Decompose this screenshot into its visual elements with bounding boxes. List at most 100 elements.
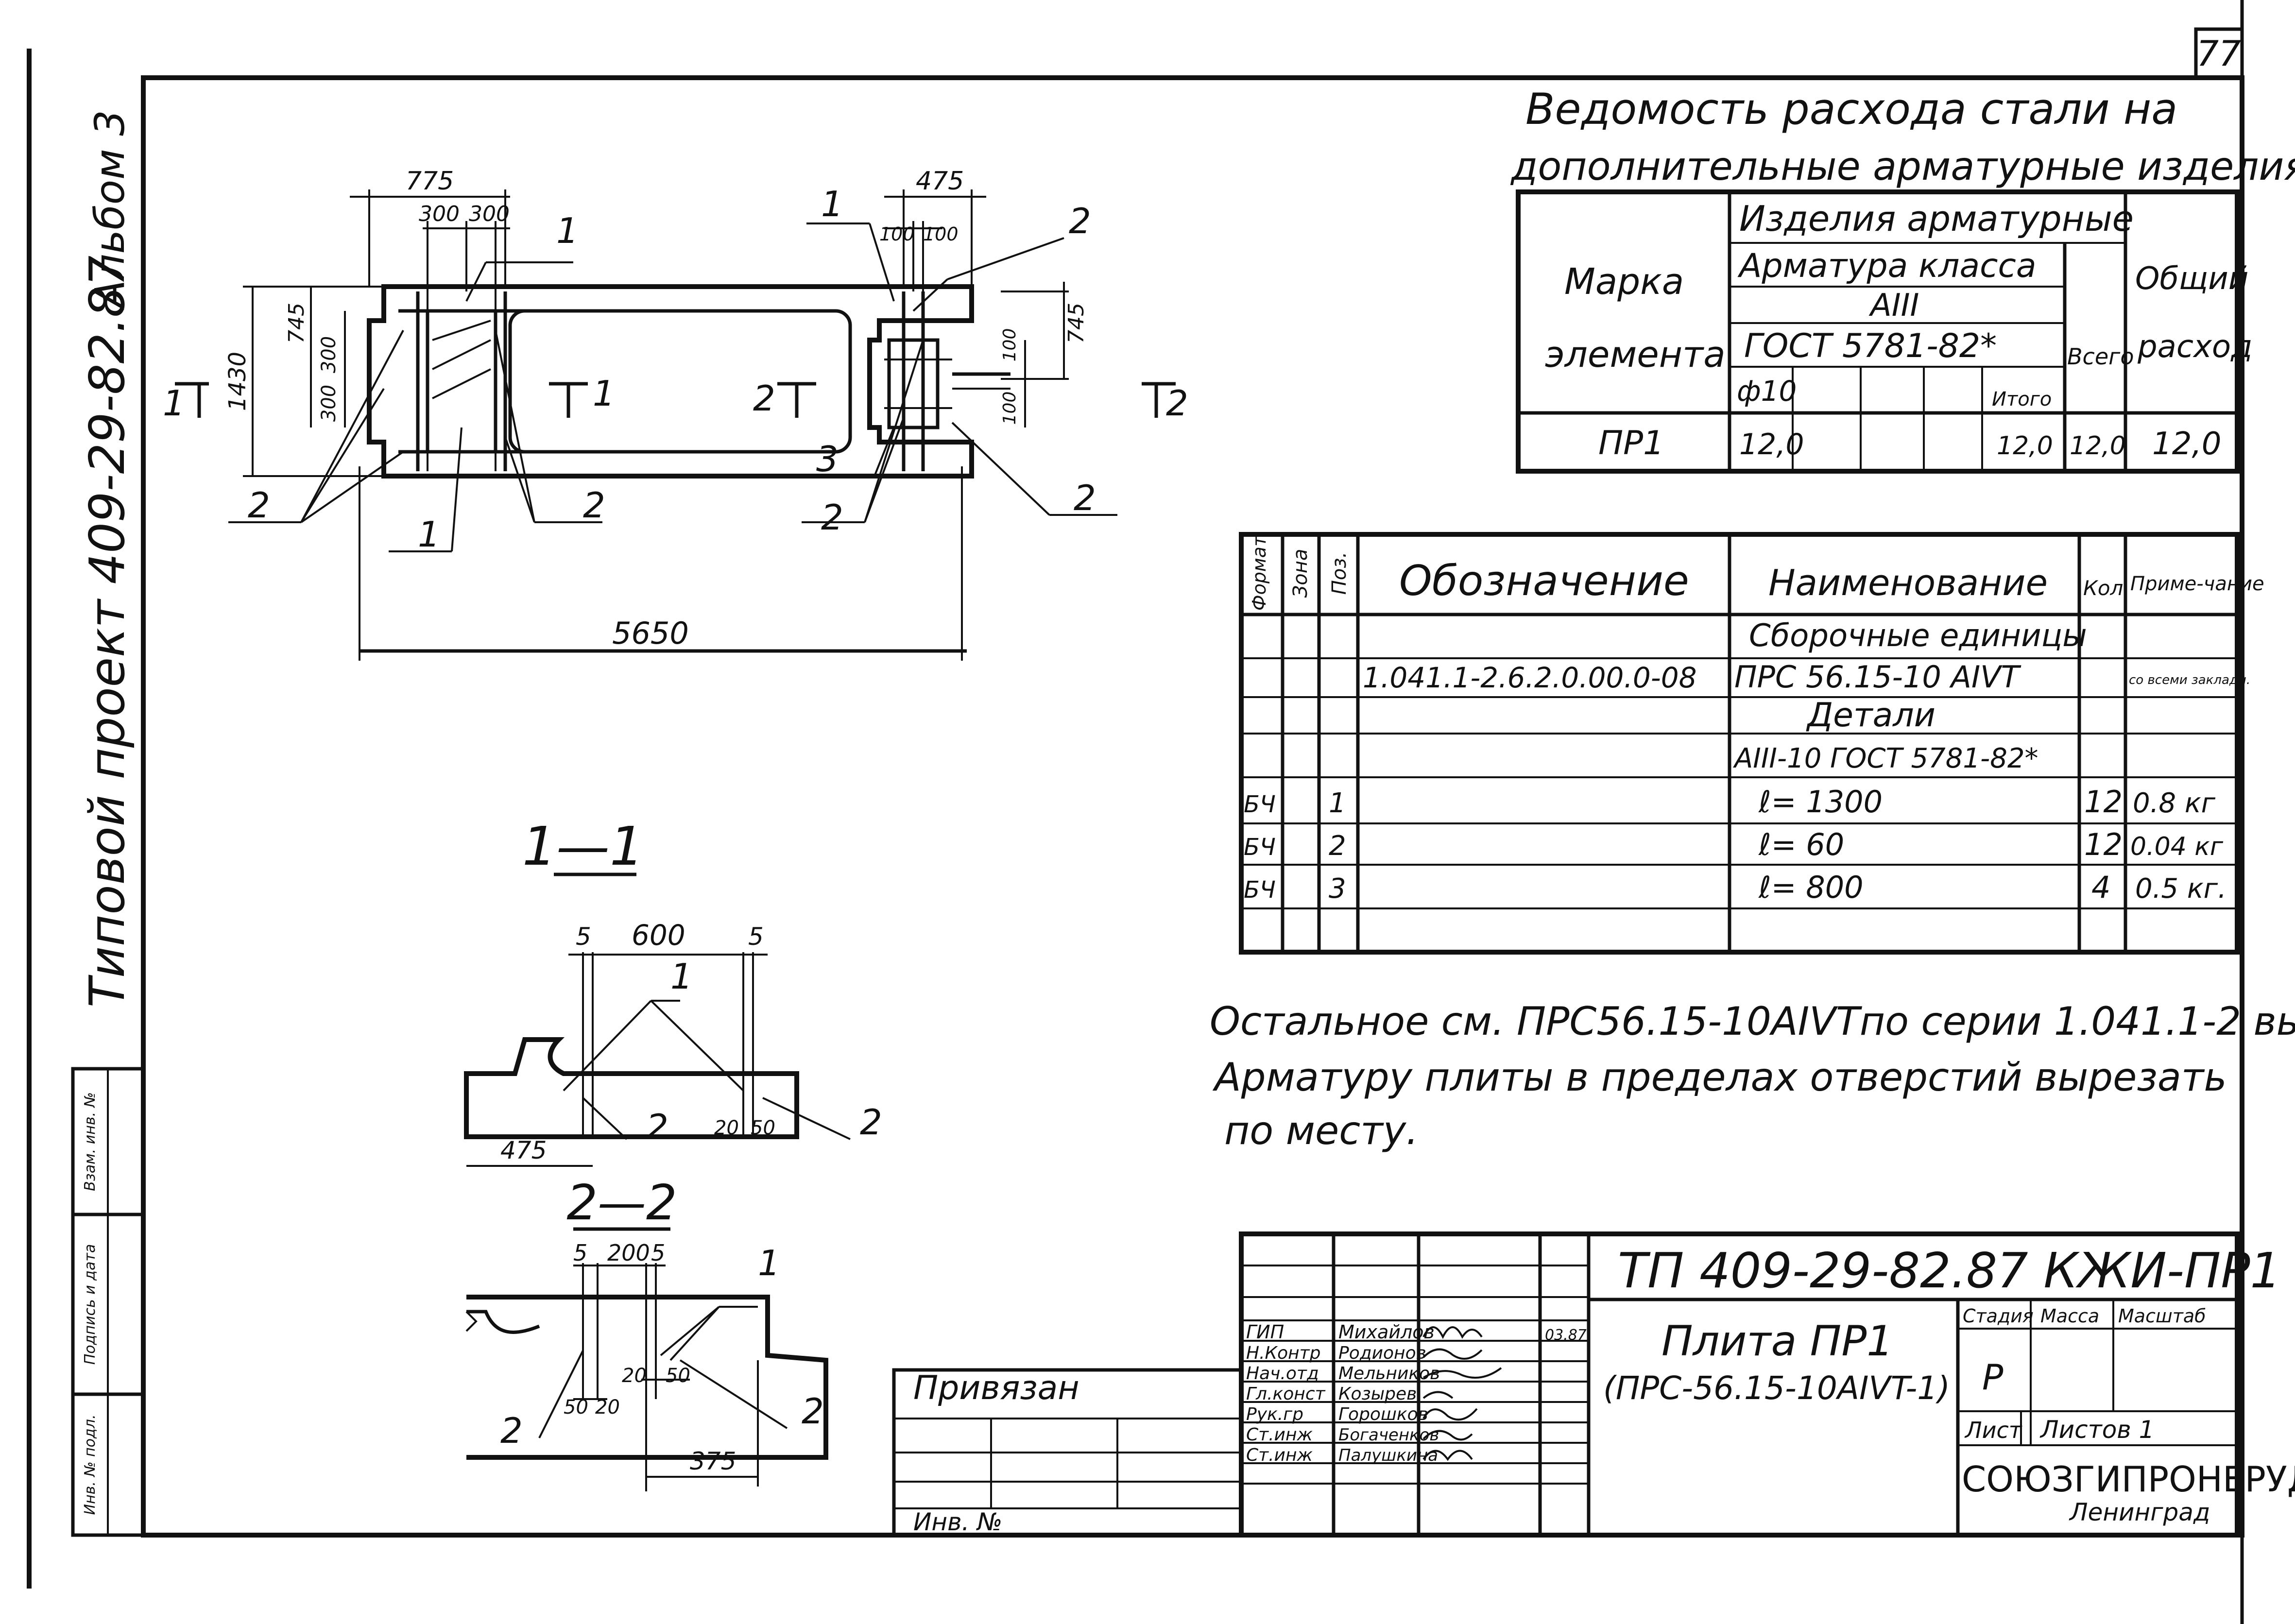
title-block-name-1: Плита ПР1 [1661, 1317, 1893, 1366]
plan-dimension-lines [175, 189, 1176, 661]
dim-1430: 1430 [224, 352, 251, 411]
steel-schedule-title-2: дополнительные арматурные изделия, кг. [1510, 144, 2295, 189]
steel-header-total-1: Общий [2135, 261, 2248, 297]
s22-dim-5a: 5 [573, 1240, 587, 1266]
spec-row-4-name: ℓ= 1300 [1758, 784, 1883, 820]
staff-role: Н.Контр [1246, 1343, 1320, 1363]
s22-dim-5b: 5 [651, 1240, 665, 1266]
staff-role: Ст.инж [1246, 1445, 1313, 1465]
spec-row: БЧ 3 ℓ= 800 4 0.5 кг. [1244, 870, 2226, 905]
spec-row-5-qty: 12 [2084, 827, 2123, 862]
s11-dim-5a: 5 [576, 923, 591, 951]
staff-name: Мельников [1338, 1364, 1440, 1384]
title-block-stage-value: Р [1982, 1357, 2004, 1398]
steel-header-diameter: ф10 [1737, 375, 1797, 408]
spec-row: Детали [1806, 696, 1935, 735]
s11-dim-600: 600 [632, 919, 685, 952]
s22-dim-20: 20 [622, 1365, 647, 1387]
s22-callout-1: 1 [758, 1243, 780, 1283]
steel-header-class: Арматура класса [1737, 247, 2037, 285]
section-mark-2-right: 2 [1166, 383, 1188, 424]
dim-5650: 5650 [612, 615, 689, 651]
title-block-code: ТП 409-29-82.87 КЖИ-ПР1 [1618, 1242, 2281, 1299]
staff-name: Горошков [1338, 1404, 1428, 1424]
s11-dim-20: 20 [714, 1117, 739, 1139]
spec-header-note: Приме-чание [2130, 573, 2264, 595]
steel-header-itogo: Итого [1992, 388, 2052, 410]
s11-callout-1: 1 [670, 956, 693, 997]
spec-header-qty: Кол. [2083, 576, 2130, 600]
s11-dim-475: 475 [500, 1136, 547, 1164]
steel-col-mark-2: элемента [1545, 334, 1726, 376]
staff-list: ГИП Михайлов Н.Контр Родионов Нач.отд Ме… [1246, 1321, 1440, 1465]
spec-row: 1.041.1-2.6.2.0.00.0-08 ПРС 56.15-10 AIV… [1363, 659, 2250, 695]
steel-row-itogo: 12,0 [1997, 431, 2053, 461]
staff-name: Козырев [1338, 1384, 1417, 1404]
stamp-label-inv: Инв. № подл. [82, 1415, 99, 1515]
s22-dim-375: 375 [690, 1447, 736, 1475]
section-2-2-drawing [465, 1263, 828, 1491]
spec-row: Сборочные единицы [1749, 618, 2087, 654]
spec-row-4-note: 0.8 кг [2133, 787, 2216, 819]
spec-row: БЧ 1 ℓ= 1300 12 0.8 кг [1244, 784, 2216, 820]
section-mark-1-right: 1 [593, 373, 615, 414]
staff-role: Ст.инж [1246, 1425, 1313, 1445]
steel-row-mark: ПР1 [1598, 424, 1664, 462]
dim-775: 775 [406, 167, 454, 196]
title-block-scale-label: Масштаб [2118, 1305, 2206, 1327]
staff-name: Михайлов [1338, 1321, 1435, 1343]
plan-callout-1-bottom: 1 [418, 514, 440, 555]
plan-callout-2-bottom: 2 [583, 485, 605, 526]
dim-100-right-a: 100 [1000, 328, 1020, 362]
staff-role: Рук.гр [1246, 1404, 1303, 1424]
s22-dim-50b: 50 [564, 1396, 588, 1419]
spec-row-1-name: ПРС 56.15-10 AIVT [1734, 659, 2021, 695]
spec-header-format: Формат [1249, 535, 1270, 611]
spec-row-4-format: БЧ [1244, 791, 1276, 818]
spec-row-4-qty: 12 [2084, 784, 2123, 820]
title-block-date: 03.87 [1545, 1327, 1587, 1344]
dim-475: 475 [916, 167, 964, 196]
signatures [1422, 1326, 1502, 1461]
plan-callout-1-right: 1 [821, 184, 843, 224]
spec-row-1-note: со всеми закладн. [2129, 673, 2250, 687]
stamp-label-sign: Подпись и дата [82, 1244, 99, 1365]
title-block-inv-no: Инв. № [913, 1508, 1002, 1536]
title-block-name-2: (ПРС-56.15-10AIVT-1) [1603, 1369, 1950, 1407]
note-line-2: Арматуру плиты в пределах отверстий выре… [1212, 1055, 2227, 1100]
plan-callout-2-top-right: 2 [1069, 201, 1091, 241]
staff-name: Богаченков [1338, 1425, 1439, 1445]
note-line-1: Остальное см. ПРС56.15-10AIVTпо серии 1.… [1210, 999, 2295, 1044]
specification-grid [1239, 532, 2240, 955]
s11-callout-2a: 2 [646, 1107, 668, 1147]
s22-callout-2b: 2 [802, 1391, 824, 1432]
spec-row-2-name: Детали [1806, 696, 1935, 735]
steel-header-class-value: AIII [1868, 288, 1919, 324]
steel-schedule-title-1: Ведомость расхода стали на [1525, 84, 2177, 134]
spec-header-name: Наименование [1768, 562, 2048, 604]
plan-callout-1-top: 1 [556, 210, 579, 251]
steel-header-total-2: расход [2137, 329, 2252, 365]
section-2-2-title: 2—2 [566, 1174, 677, 1231]
staff-role: ГИП [1246, 1321, 1284, 1343]
project-caption: Типовой проект 409-29-82.87 [79, 256, 136, 1008]
dim-300a: 300 [419, 202, 460, 226]
steel-header-gost: ГОСТ 5781-82* [1744, 327, 1997, 365]
steel-row-total: 12,0 [2152, 426, 2222, 462]
staff-role: Нач.отд [1246, 1364, 1319, 1384]
title-block-mass-label: Масса [2040, 1305, 2099, 1327]
section-mark-2-left: 2 [753, 378, 775, 419]
s22-callout-2a: 2 [500, 1410, 523, 1451]
spec-header-zone: Зона [1289, 549, 1312, 598]
note-line-3: по месту. [1224, 1108, 1419, 1153]
spec-header-designation: Обозначение [1399, 557, 1689, 605]
section-mark-1-left: 1 [163, 383, 185, 424]
steel-row-vsego: 12,0 [2070, 431, 2126, 461]
stamp-label-replace: Взам. инв. № [82, 1092, 99, 1191]
s22-dim-200: 200 [607, 1240, 650, 1266]
spec-row-6-note: 0.5 кг. [2135, 873, 2226, 905]
spec-row-6-name: ℓ= 800 [1758, 870, 1864, 905]
title-block-stage-label: Стадия [1963, 1305, 2034, 1327]
page-number: 77 [2196, 33, 2241, 74]
